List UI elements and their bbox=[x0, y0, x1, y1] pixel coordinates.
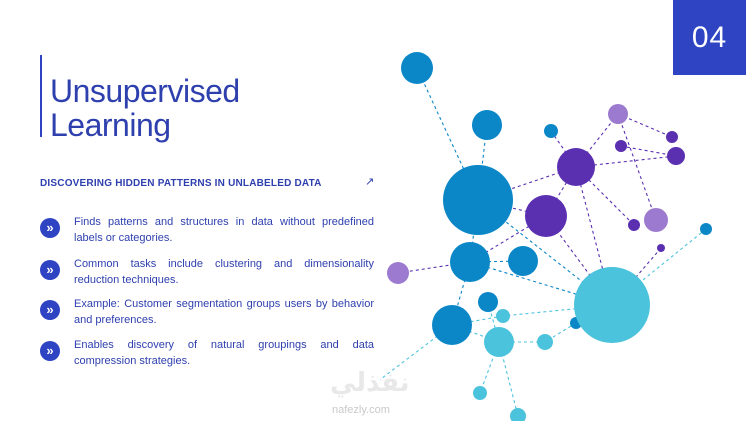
slide-number-badge: 04 bbox=[673, 0, 746, 75]
title-accent-bar bbox=[40, 55, 42, 137]
slide-title-line-1: Unsupervised bbox=[50, 73, 240, 109]
watermark-logo-text: نفذلي bbox=[330, 368, 410, 398]
bullet-text: Enables discovery of natural groupings a… bbox=[74, 339, 374, 367]
slide-subtitle: DISCOVERING HIDDEN PATTERNS IN UNLABELED… bbox=[40, 178, 322, 189]
network-nodes bbox=[387, 52, 712, 421]
bullet-item: » Enables discovery of natural groupings… bbox=[40, 337, 375, 371]
slide-number: 04 bbox=[691, 20, 728, 54]
bullet-text: Finds patterns and structures in data wi… bbox=[74, 216, 374, 244]
double-chevron-right-icon: » bbox=[40, 341, 60, 361]
watermark-url: nafezly.com bbox=[332, 404, 390, 416]
bullet-text: Common tasks include clustering and dime… bbox=[74, 258, 374, 286]
slide-title-line-2: Learning bbox=[50, 107, 171, 143]
double-chevron-right-icon: » bbox=[40, 218, 60, 238]
arrow-up-right-icon: ↗ bbox=[365, 176, 375, 188]
double-chevron-right-icon: » bbox=[40, 260, 60, 280]
double-chevron-right-icon: » bbox=[40, 300, 60, 320]
slide-title: Unsupervised Learning bbox=[50, 74, 240, 142]
bullet-item: » Example: Customer segmentation groups … bbox=[40, 296, 375, 330]
bullet-item: » Finds patterns and structures in data … bbox=[40, 214, 375, 248]
network-graph-illustration bbox=[380, 52, 712, 421]
bullet-text: Example: Customer segmentation groups us… bbox=[74, 298, 374, 326]
bullet-item: » Common tasks include clustering and di… bbox=[40, 256, 375, 290]
network-edges bbox=[380, 67, 707, 417]
